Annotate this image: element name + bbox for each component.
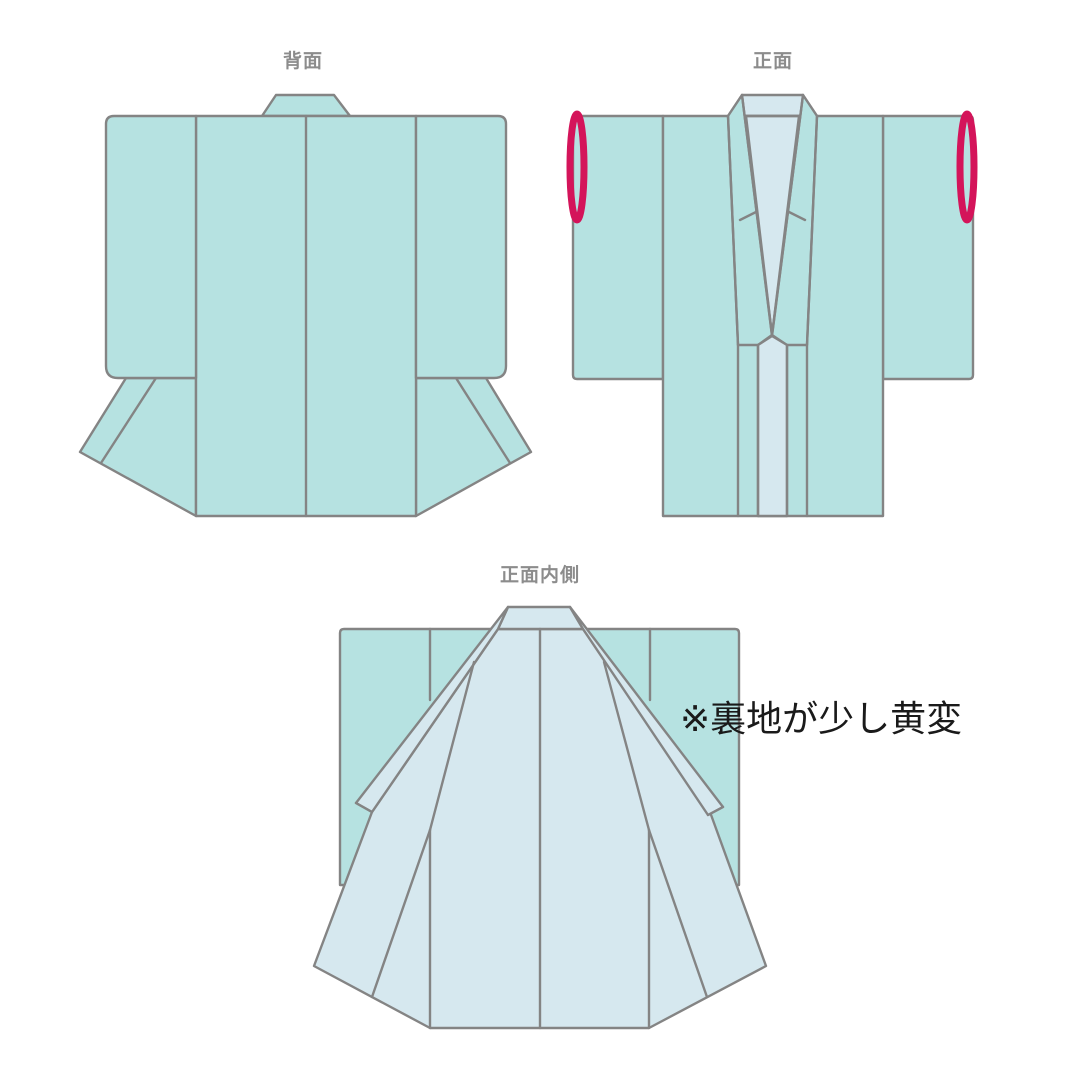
right-sleeve-damage-marker bbox=[956, 110, 978, 224]
back-collar bbox=[260, 93, 352, 118]
inside-view bbox=[312, 605, 768, 1030]
back-view bbox=[78, 93, 533, 518]
back-view-label: 背面 bbox=[282, 50, 324, 72]
left-sleeve-damage-marker bbox=[566, 110, 588, 224]
inside-collar-top bbox=[496, 605, 585, 631]
back-left-sleeve bbox=[104, 114, 198, 380]
back-right-sleeve bbox=[414, 114, 508, 380]
front-view bbox=[566, 93, 978, 518]
front-view-label: 正面 bbox=[752, 50, 794, 72]
back-right-gusset bbox=[414, 376, 533, 518]
front-lining-strip bbox=[756, 334, 789, 518]
back-left-gusset bbox=[78, 376, 198, 518]
lining-yellowing-note: ※裏地が少し黄変 bbox=[680, 699, 963, 740]
inside-view-label: 正面内側 bbox=[499, 564, 581, 586]
